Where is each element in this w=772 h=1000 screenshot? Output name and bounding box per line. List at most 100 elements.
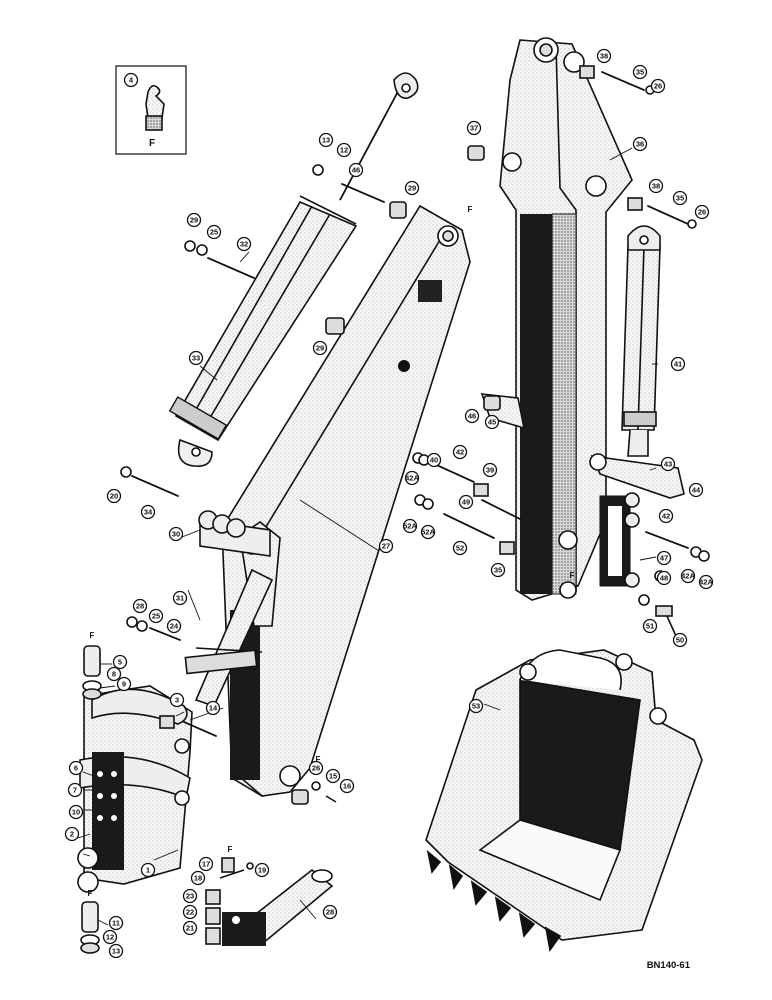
callout-28[interactable]: 28 — [132, 598, 148, 614]
callout-3[interactable]: 3 — [169, 692, 185, 708]
callout-42a[interactable]: 42A — [680, 568, 695, 584]
callout-31[interactable]: 31 — [172, 590, 188, 606]
callout-29[interactable]: 29 — [404, 180, 420, 196]
callout-label: 51 — [646, 622, 654, 631]
callout-52a[interactable]: 52A — [420, 524, 435, 540]
callout-44[interactable]: 44 — [688, 482, 704, 498]
callout-label: 46 — [468, 412, 476, 421]
callout-label: 22 — [186, 908, 194, 917]
callout-label: 2 — [70, 830, 74, 839]
callout-25[interactable]: 25 — [206, 224, 222, 240]
callout-label: 28 — [136, 602, 144, 611]
callout-35[interactable]: 35 — [490, 562, 506, 578]
callout-10[interactable]: 10 — [68, 804, 84, 820]
callout-label: 6 — [74, 764, 78, 773]
callout-label: 5 — [118, 658, 122, 667]
callout-36[interactable]: 36 — [632, 136, 648, 152]
lubrication-marks: F F F F F F — [88, 205, 575, 898]
drawing-code: BN140-61 — [647, 960, 691, 971]
callout-label: 1 — [146, 866, 150, 875]
callout-1[interactable]: 1 — [140, 862, 156, 878]
callout-26[interactable]: 26 — [308, 760, 324, 776]
callout-26[interactable]: 26 — [694, 204, 710, 220]
callout-8[interactable]: 8 — [106, 666, 122, 682]
fitting-mark: F — [88, 889, 93, 898]
callout-label: 20 — [110, 492, 118, 501]
callout-38[interactable]: 38 — [596, 48, 612, 64]
callout-39[interactable]: 39 — [482, 462, 498, 478]
callout-7[interactable]: 7 — [67, 782, 83, 798]
callout-34[interactable]: 34 — [140, 504, 156, 520]
callout-label: 40 — [430, 456, 438, 465]
callout-5[interactable]: 5 — [112, 654, 128, 670]
callout-16[interactable]: 16 — [339, 778, 355, 794]
callout-42a[interactable]: 42A — [698, 574, 713, 590]
callout-35[interactable]: 35 — [672, 190, 688, 206]
callout-35[interactable]: 35 — [632, 64, 648, 80]
callout-48[interactable]: 48 — [656, 570, 672, 586]
grease-fitting-inset: 4 F — [115, 65, 187, 155]
callout-42[interactable]: 42 — [658, 508, 674, 524]
callout-30[interactable]: 30 — [168, 526, 184, 542]
callout-52[interactable]: 52 — [452, 540, 468, 556]
callout-42[interactable]: 42 — [452, 444, 468, 460]
callout-19[interactable]: 19 — [254, 862, 270, 878]
callout-12[interactable]: 12 — [336, 142, 352, 158]
callout-13[interactable]: 13 — [318, 132, 334, 148]
callout-45[interactable]: 45 — [484, 414, 500, 430]
callout-11[interactable]: 11 — [108, 915, 124, 931]
callout-label: 43 — [664, 460, 672, 469]
callout-40[interactable]: 40 — [426, 452, 442, 468]
callout-18[interactable]: 18 — [190, 870, 206, 886]
callout-29[interactable]: 29 — [312, 340, 328, 356]
callout-label: 49 — [462, 498, 470, 507]
fitting-mark: F — [228, 845, 233, 854]
callout-27[interactable]: 27 — [378, 538, 394, 554]
callout-9[interactable]: 9 — [116, 676, 132, 692]
callout-12[interactable]: 12 — [102, 929, 118, 945]
callout-46[interactable]: 46 — [348, 162, 364, 178]
callout-51[interactable]: 51 — [642, 618, 658, 634]
callout-13[interactable]: 13 — [108, 943, 124, 959]
pins-and-bushings — [80, 65, 710, 954]
callout-42a[interactable]: 42A — [404, 470, 419, 486]
callout-15[interactable]: 15 — [325, 768, 341, 784]
callout-26[interactable]: 26 — [650, 78, 666, 94]
callout-17[interactable]: 17 — [198, 856, 214, 872]
callout-21[interactable]: 21 — [182, 920, 198, 936]
callout-23[interactable]: 23 — [182, 888, 198, 904]
callout-label: 25 — [210, 228, 218, 237]
callout-20[interactable]: 20 — [106, 488, 122, 504]
callout-46[interactable]: 46 — [464, 408, 480, 424]
callout-28[interactable]: 28 — [322, 904, 338, 920]
callout-label: 29 — [190, 216, 198, 225]
callout-24[interactable]: 24 — [166, 618, 182, 634]
callout-49[interactable]: 49 — [458, 494, 474, 510]
callout-33[interactable]: 33 — [188, 350, 204, 366]
inset-label: F — [149, 138, 155, 149]
callout-53[interactable]: 53 — [468, 698, 484, 714]
callout-50[interactable]: 50 — [672, 632, 688, 648]
callout-22[interactable]: 22 — [182, 904, 198, 920]
callout-label: 12 — [106, 933, 114, 942]
fitting-mark: F — [316, 755, 321, 764]
callout-52a[interactable]: 52A — [402, 518, 417, 534]
callout-label: 52A — [421, 528, 435, 537]
callout-29[interactable]: 29 — [186, 212, 202, 228]
callout-label: 34 — [144, 508, 153, 517]
callout-32[interactable]: 32 — [236, 236, 252, 252]
callout-4[interactable]: 4 — [123, 72, 139, 88]
callout-43[interactable]: 43 — [660, 456, 676, 472]
callout-41[interactable]: 41 — [670, 356, 686, 372]
callout-label: 10 — [72, 808, 80, 817]
callout-2[interactable]: 2 — [64, 826, 80, 842]
callout-38[interactable]: 38 — [648, 178, 664, 194]
callout-47[interactable]: 47 — [656, 550, 672, 566]
callout-label: 25 — [152, 612, 160, 621]
callout-14[interactable]: 14 — [205, 700, 221, 716]
callout-25[interactable]: 25 — [148, 608, 164, 624]
callout-6[interactable]: 6 — [68, 760, 84, 776]
bucket-cylinder — [621, 225, 661, 457]
callout-37[interactable]: 37 — [466, 120, 482, 136]
